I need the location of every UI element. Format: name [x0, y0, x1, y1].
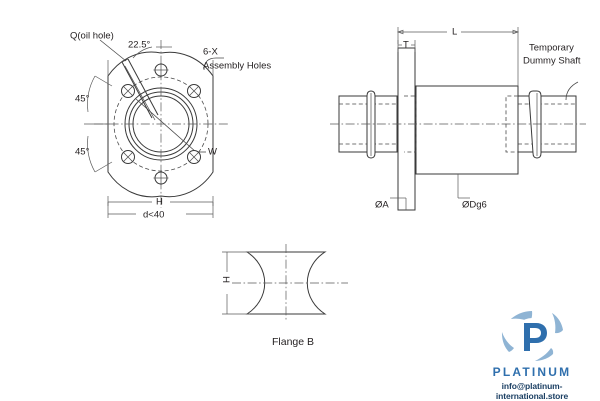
diameter-dg6-leader	[457, 174, 470, 199]
dimension-t	[397, 40, 416, 52]
oil-hole-leader	[99, 39, 127, 62]
assembly-hole-upper-right	[188, 85, 201, 98]
oil-hole-label: Q(oil hole)	[70, 31, 114, 42]
flange-b-title: Flange B	[272, 336, 314, 348]
diameter-a-label: ØA	[375, 200, 389, 211]
dummy-shaft-leader	[565, 81, 579, 101]
watermark-branding: PLATINUM info@platinum-international.sto…	[470, 308, 594, 401]
assembly-hole-bottom	[153, 171, 169, 185]
dimension-d40	[107, 202, 214, 218]
dimension-l	[396, 27, 520, 86]
angle-arc-45-lower	[87, 135, 96, 173]
flange-b-h-label: H	[222, 276, 233, 283]
angle-ray-45-lower	[94, 161, 113, 173]
keyway-diagonal-line	[135, 98, 197, 153]
platinum-brand-name: PLATINUM	[492, 365, 572, 379]
assembly-hole-upper-left	[122, 85, 135, 98]
assembly-hole-lower-right	[188, 151, 201, 164]
dimension-d40-label: d<40	[143, 210, 164, 221]
dimension-h	[107, 196, 214, 206]
platinum-logo-icon	[497, 308, 567, 364]
dimension-h-label: H	[156, 197, 163, 208]
angle-arc-22-5	[132, 46, 153, 59]
keyway-w-label: W	[208, 147, 217, 158]
flange-front-view	[84, 39, 228, 218]
nut-body	[416, 86, 518, 174]
mounting-flange-plate	[398, 48, 415, 210]
platinum-email: info@platinum-international.store	[495, 381, 569, 401]
diameter-a-leader	[390, 197, 407, 210]
angle-arc-45-upper	[87, 75, 96, 113]
oil-hole-slot	[122, 58, 158, 121]
nut-side-view	[330, 27, 586, 210]
angle-45-upper-label: 45°	[75, 94, 90, 105]
dummy-shaft-label-line1: Temporary	[529, 43, 574, 54]
dimension-t-label: T	[403, 40, 409, 51]
flange-b-dimension-h	[222, 251, 250, 315]
diameter-dg6-label: ØDg6	[462, 200, 487, 211]
dummy-shaft-left	[339, 91, 397, 158]
dimension-l-label: L	[452, 27, 457, 38]
dummy-shaft-right	[518, 91, 576, 158]
platinum-logo-svg	[501, 311, 563, 361]
angle-ray-45-upper	[94, 75, 113, 87]
angle-45-lower-label: 45°	[75, 147, 90, 158]
assembly-hole-lower-left	[122, 151, 135, 164]
flange-b-view	[222, 244, 348, 322]
assembly-hole-top	[153, 63, 169, 77]
assembly-holes-label: Assembly Holes	[203, 61, 271, 72]
angle-22-5-label: 22.5°	[128, 40, 150, 51]
assembly-holes-leader	[203, 57, 224, 71]
dummy-shaft-label-line2: Dummy Shaft	[523, 56, 581, 67]
assembly-count-label: 6-X	[203, 47, 218, 58]
